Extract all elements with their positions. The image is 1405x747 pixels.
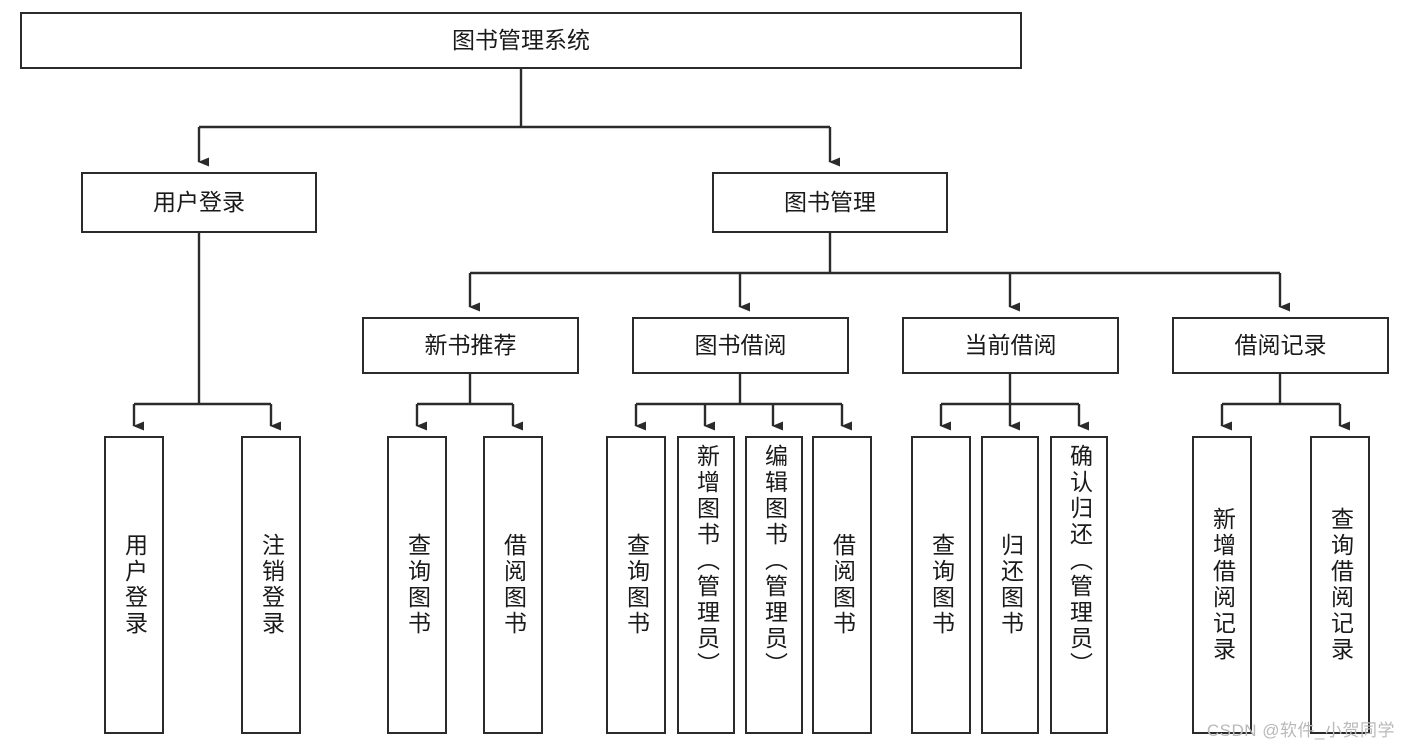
node-label: 查询图书 <box>404 533 431 637</box>
node-book-manage[interactable]: 图书管理 <box>712 172 948 233</box>
node-label: 查询图书 <box>623 533 650 637</box>
node-new-book-recommend[interactable]: 新书推荐 <box>362 317 579 374</box>
node-leaf-query-book-borrow[interactable]: 查询图书 <box>606 436 666 734</box>
node-label: 当前借阅 <box>964 331 1057 358</box>
node-book-borrow[interactable]: 图书借阅 <box>632 317 849 374</box>
node-label: 注销登录 <box>258 533 285 637</box>
node-label: 用户登录 <box>121 533 148 637</box>
node-label: 图书借阅 <box>694 331 787 358</box>
node-user-login[interactable]: 用户登录 <box>81 172 317 233</box>
node-label: 查询借阅记录 <box>1327 507 1354 663</box>
csdn-watermark: CSDN @软件_小贺同学 <box>1206 721 1395 740</box>
node-leaf-return-book[interactable]: 归还图书 <box>981 436 1039 734</box>
node-label: 归还图书 <box>997 533 1024 637</box>
node-label: 借阅图书 <box>500 533 527 637</box>
node-leaf-query-book-recommend[interactable]: 查询图书 <box>387 436 447 734</box>
node-leaf-borrow-book-recommend[interactable]: 借阅图书 <box>483 436 543 734</box>
node-label: 借阅图书 <box>829 533 856 637</box>
node-leaf-user-login[interactable]: 用户登录 <box>104 436 164 734</box>
node-current-borrow[interactable]: 当前借阅 <box>902 317 1119 374</box>
node-leaf-confirm-return[interactable]: 确认归还（管理员） <box>1050 436 1108 734</box>
node-leaf-add-borrow-record[interactable]: 新增借阅记录 <box>1192 436 1252 734</box>
node-label: 查询图书 <box>928 533 955 637</box>
node-leaf-edit-book[interactable]: 编辑图书（管理员） <box>745 436 803 734</box>
node-root-book-management-system[interactable]: 图书管理系统 <box>20 12 1022 69</box>
node-leaf-borrow-book-borrow[interactable]: 借阅图书 <box>812 436 872 734</box>
node-label: 新增图书（管理员） <box>693 444 720 678</box>
node-label: 新增借阅记录 <box>1209 507 1236 663</box>
node-label: 新书推荐 <box>424 331 517 358</box>
node-leaf-query-book-current[interactable]: 查询图书 <box>911 436 971 734</box>
node-label: 用户登录 <box>153 188 245 215</box>
node-label: 确认归还（管理员） <box>1066 444 1093 678</box>
node-label: 图书管理 <box>784 188 876 215</box>
node-leaf-query-borrow-record[interactable]: 查询借阅记录 <box>1310 436 1370 734</box>
node-label: 编辑图书（管理员） <box>761 444 788 678</box>
node-label: 借阅记录 <box>1234 331 1327 358</box>
node-label: 图书管理系统 <box>452 26 590 53</box>
node-leaf-logout[interactable]: 注销登录 <box>241 436 301 734</box>
node-leaf-add-book[interactable]: 新增图书（管理员） <box>677 436 735 734</box>
node-borrow-record[interactable]: 借阅记录 <box>1172 317 1389 374</box>
